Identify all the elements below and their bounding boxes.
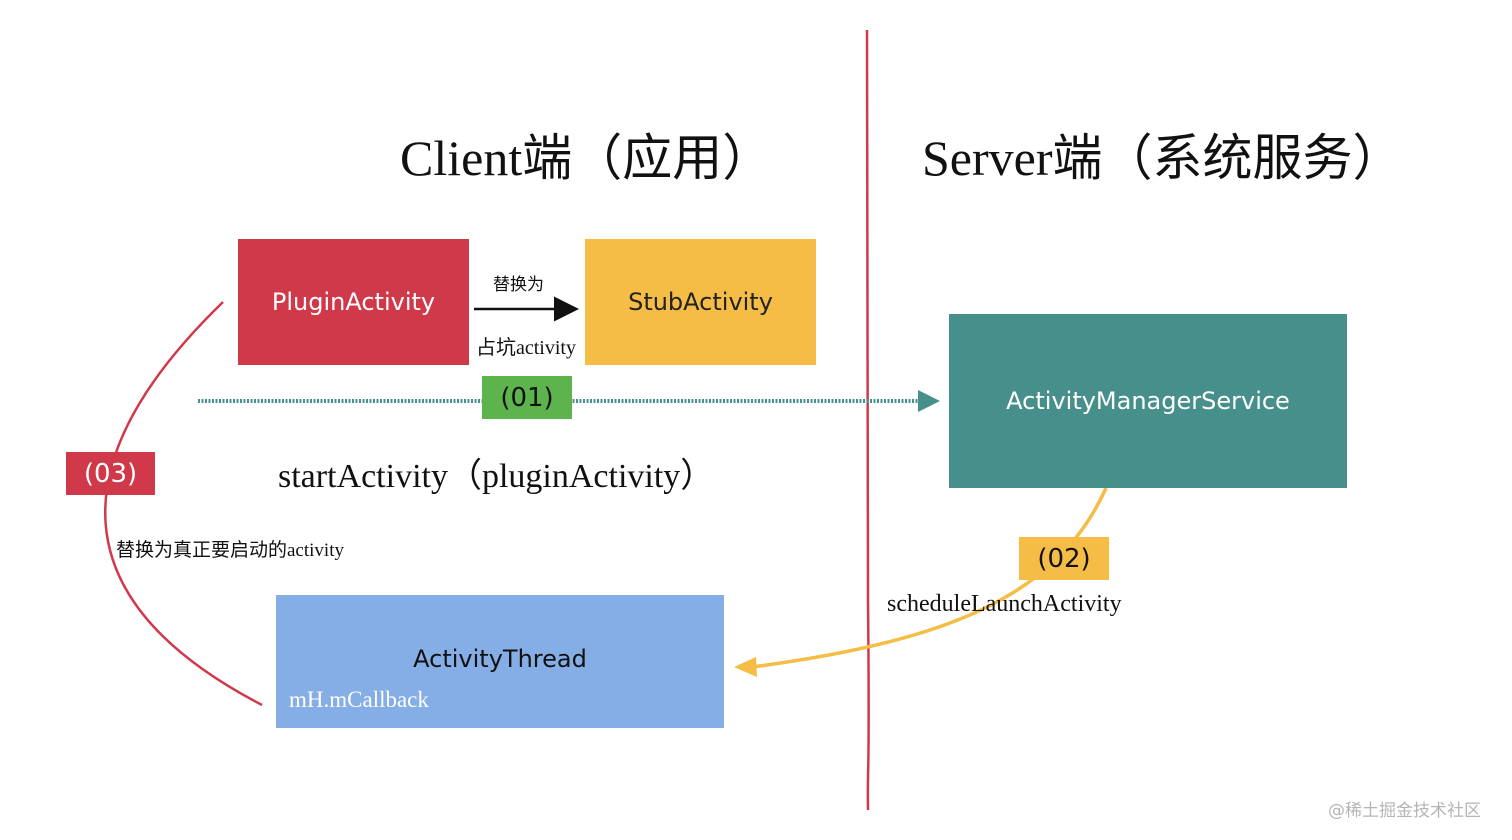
client-server-divider [865,29,870,811]
mh-callback-label: mH.mCallback [289,687,429,712]
activity-thread-box: ActivityThread mH.mCallback [276,595,724,728]
placeholder-activity-text: 占坑activity [476,337,576,359]
step-01-label: (01) [500,382,554,413]
watermark: @稀土掘金技术社区 [1328,801,1481,821]
start-activity-arrowhead [918,390,940,412]
replace-real-text: 替换为真正要启动的activity [116,540,344,561]
replace-real-arc [104,301,263,707]
schedule-launch-arrowhead [734,657,757,677]
step-02-badge: (02) [1019,537,1109,580]
schedule-launch-arrow [751,487,1108,669]
client-title: Client端（应用） [400,130,773,186]
ams-box: ActivityManagerService [949,314,1347,488]
step-02-label: (02) [1037,543,1091,574]
stub-activity-box: StubActivity [585,239,816,365]
ams-label: ActivityManagerService [1006,387,1290,415]
plugin-activity-box: PluginActivity [238,239,469,365]
start-activity-text: startActivity（pluginActivity） [278,458,715,495]
server-title: Server端（系统服务） [922,130,1403,186]
step-03-label: (03) [83,458,138,489]
schedule-launch-text: scheduleLaunchActivity [887,591,1122,617]
step-01-badge: (01) [482,376,572,419]
step-03-badge: (03) [66,452,155,495]
activity-thread-label: ActivityThread [413,645,587,673]
replace-as-text: 替换为 [493,275,544,294]
plugin-activity-label: PluginActivity [271,288,436,316]
stub-activity-label: StubActivity [628,288,773,316]
